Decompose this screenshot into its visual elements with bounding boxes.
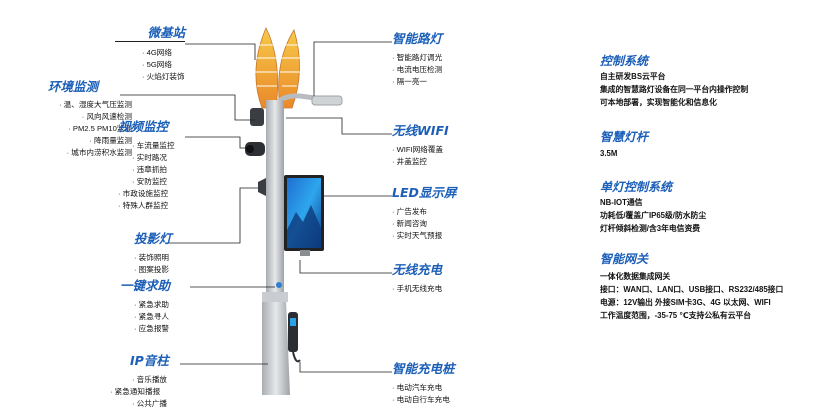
- feature-items: 温、湿度大气压监测 风向风速检测 PM2.5 PM10监测 降雨量监测 城市内涝…: [20, 99, 132, 159]
- control-system-text: 自主研发BS云平台 集成的智慧路灯设备在同一平台内操作控制 可本地部署，实现智能…: [600, 70, 748, 109]
- smart-gateway-text: 一体化数据集成网关 接口：WAN口、LAN口、USB接口、RS232/485接口…: [600, 270, 783, 322]
- list-item: 4G网络: [80, 47, 185, 59]
- feature-environment: 环境监测 温、湿度大气压监测 风向风速检测 PM2.5 PM10监测 降雨量监测…: [20, 76, 132, 159]
- feature-title: 智能路灯: [392, 31, 443, 46]
- list-item: 井盖监控: [392, 156, 502, 168]
- list-item: PM2.5 PM10监测: [20, 123, 132, 135]
- list-item: 图案投影: [134, 264, 224, 276]
- control-system-title: 控制系统: [600, 54, 649, 68]
- smart-pole-text: 3.5M: [600, 147, 617, 160]
- feature-items: WIFI网络覆盖 井盖监控: [392, 144, 502, 168]
- feature-sos: 一键求助 紧急求助 紧急寻人 应急报警: [120, 275, 210, 335]
- feature-wireless-charge: 无线充电 手机无线充电: [392, 259, 502, 295]
- panel-line: 接口：WAN口、LAN口、USB接口、RS232/485接口: [600, 285, 784, 294]
- feature-smart-light: 智能路灯 智能路灯调光 电流电压检测 隔一亮一: [392, 28, 502, 88]
- feature-title: IP音柱: [130, 353, 169, 368]
- panel-line: 工作温度范围，-35-75 ℃支持公私有云平台: [600, 311, 752, 320]
- feature-items: 车流量监控 实时路况 违章抓拍 安防监控 市政设施监控 特殊人群监控: [118, 140, 208, 212]
- panel-line: 功耗低/覆盖广IP65级/防水防尘: [600, 211, 707, 220]
- feature-items: 音乐播放 紧急通知播报 公共广播: [110, 374, 220, 410]
- list-item: 实时天气预报: [392, 230, 502, 242]
- panel-line: 3.5M: [600, 149, 618, 158]
- list-item: 城市内涝积水监测: [20, 147, 132, 159]
- list-item: 手机无线充电: [392, 283, 502, 295]
- feature-title: 无线WIFI: [392, 123, 449, 138]
- list-item: 温、湿度大气压监测: [20, 99, 132, 111]
- list-item: 新闻咨询: [392, 218, 502, 230]
- list-item: 音乐播放: [110, 374, 220, 386]
- list-item: 电动自行车充电: [392, 394, 502, 406]
- list-item: 特殊人群监控: [118, 200, 208, 212]
- smart-gateway-title: 智能网关: [600, 252, 649, 266]
- feature-title: LED显示屏: [392, 185, 457, 200]
- feature-title: 无线充电: [392, 262, 443, 277]
- list-item: 隔一亮一: [392, 76, 502, 88]
- feature-title: 视频监控: [118, 119, 169, 134]
- list-item: 风向风速检测: [20, 111, 132, 123]
- feature-items: 广告发布 新闻咨询 实时天气预报: [392, 206, 502, 242]
- panel-line: 一体化数据集成网关: [600, 272, 671, 281]
- panel-line: 可本地部署，实现智能化和信息化: [600, 98, 717, 107]
- feature-led-screen: LED显示屏 广告发布 新闻咨询 实时天气预报: [392, 182, 502, 242]
- feature-title: 微基站: [147, 25, 185, 40]
- list-item: 违章抓拍: [132, 164, 208, 176]
- panel-line: 灯杆倾斜检测/含3年电信资费: [600, 224, 701, 233]
- list-item: 紧急通知播报: [110, 386, 220, 398]
- smart-pole-title: 智慧灯杆: [600, 130, 649, 144]
- list-item: 广告发布: [392, 206, 502, 218]
- feature-wifi: 无线WIFI WIFI网络覆盖 井盖监控: [392, 120, 502, 168]
- list-item: 车流量监控: [132, 140, 208, 152]
- feature-title: 环境监测: [48, 79, 99, 94]
- list-item: 电流电压检测: [392, 64, 502, 76]
- feature-title: 投影灯: [134, 231, 172, 246]
- list-item: 紧急寻人: [134, 311, 210, 323]
- single-lamp-control-title: 单灯控制系统: [600, 180, 673, 194]
- feature-charging-pile: 智能充电桩 电动汽车充电 电动自行车充电: [392, 358, 502, 406]
- list-item: 火焰灯装饰: [80, 71, 185, 83]
- feature-items: 手机无线充电: [392, 283, 502, 295]
- feature-items: 智能路灯调光 电流电压检测 隔一亮一: [392, 52, 502, 88]
- feature-title: 智能充电桩: [392, 361, 455, 376]
- list-item: WIFI网络覆盖: [392, 144, 502, 156]
- list-item: 应急报警: [134, 323, 210, 335]
- feature-title: 一键求助: [120, 278, 171, 293]
- list-item: 安防监控: [132, 176, 208, 188]
- feature-projection: 投影灯 装饰照明 图案投影: [134, 228, 224, 276]
- feature-items: 紧急求助 紧急寻人 应急报警: [120, 299, 210, 335]
- flame-lamp-icon: [255, 27, 302, 109]
- list-item: 5G网络: [80, 59, 185, 71]
- list-item: 电动汽车充电: [392, 382, 502, 394]
- feature-video: 视频监控 车流量监控 实时路况 违章抓拍 安防监控 市政设施监控 特殊人群监控: [118, 116, 208, 212]
- list-item: 公共广播: [110, 398, 220, 410]
- list-item: 实时路况: [132, 152, 208, 164]
- feature-items: 电动汽车充电 电动自行车充电: [392, 382, 502, 406]
- list-item: 市政设施监控: [118, 188, 208, 200]
- panel-line: 电源：12V输出 外接SIM卡3G、4G 以太网、WIFI: [600, 298, 771, 307]
- feature-items: 装饰照明 图案投影: [134, 252, 224, 276]
- title-underline: [115, 41, 185, 42]
- list-item: 装饰照明: [134, 252, 224, 264]
- panel-line: NB-IOT通信: [600, 198, 643, 207]
- feature-items: 4G网络 5G网络 火焰灯装饰: [80, 47, 185, 83]
- panel-line: 自主研发BS云平台: [600, 72, 666, 81]
- list-item: 紧急求助: [134, 299, 210, 311]
- panel-line: 集成的智慧路灯设备在同一平台内操作控制: [600, 85, 749, 94]
- list-item: 智能路灯调光: [392, 52, 502, 64]
- single-lamp-control-text: NB-IOT通信 功耗低/覆盖广IP65级/防水防尘 灯杆倾斜检测/含3年电信资…: [600, 196, 706, 235]
- list-item: 降雨量监测: [20, 135, 132, 147]
- feature-micro-station: 微基站 4G网络 5G网络 火焰灯装饰: [80, 22, 185, 83]
- feature-ip-speaker: IP音柱 音乐播放 紧急通知播报 公共广播: [110, 350, 220, 410]
